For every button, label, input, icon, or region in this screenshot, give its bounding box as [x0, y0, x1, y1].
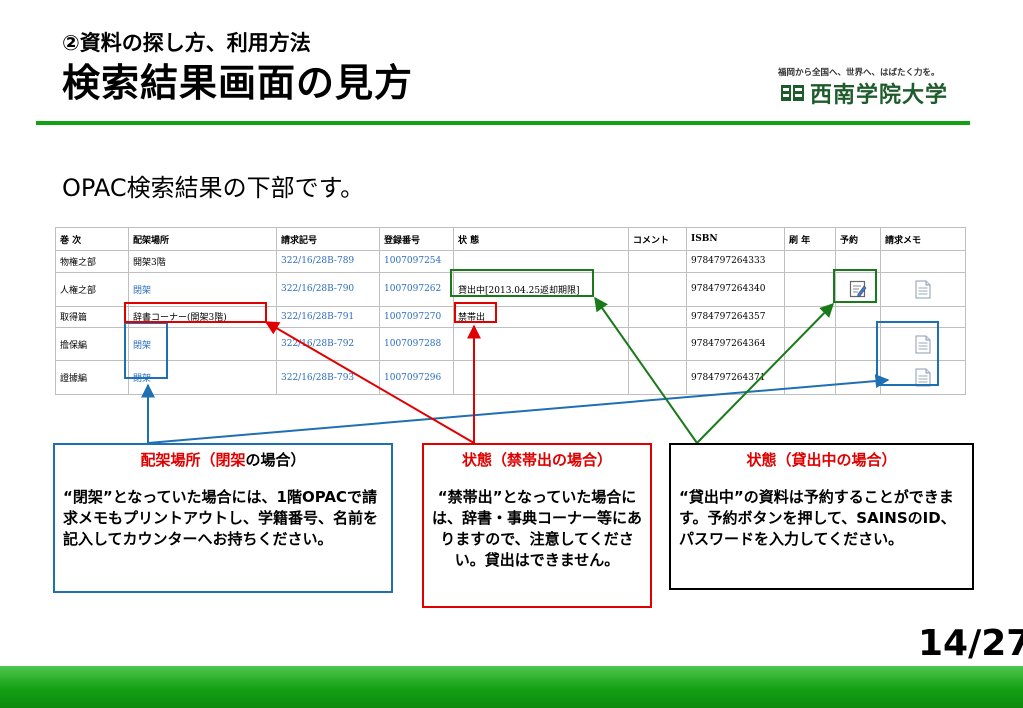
col-print-year: 刷 年	[784, 227, 836, 251]
col-request-memo: 請求メモ	[880, 227, 966, 251]
cell-status: 禁帯出	[453, 305, 629, 329]
cell-isbn: 9784797264357	[686, 305, 785, 329]
cell-location: 開架3階	[128, 250, 277, 273]
footer-bar	[0, 666, 1023, 708]
note-heading-part: 状態（	[746, 451, 792, 469]
university-name: 西南学院大学	[810, 83, 949, 108]
cell-memo	[880, 250, 966, 273]
note-body: “貸出中”の資料は予約することができます。予約ボタンを押して、SAINSのID、…	[679, 488, 956, 548]
call-number-link[interactable]: 322/16/28B-793	[276, 360, 380, 395]
col-reserve: 予約	[835, 227, 881, 251]
note-heading-keyword: 閉架	[215, 451, 246, 469]
note-heading-keyword: 禁帯出	[506, 451, 552, 469]
cell-status	[453, 250, 629, 273]
cell-print-year	[784, 271, 836, 307]
cell-reserve	[835, 250, 881, 273]
cell-reserve	[835, 327, 881, 362]
cell-volume: 人権之部	[55, 271, 129, 307]
cell-print-year	[784, 360, 836, 395]
registration-link[interactable]: 1007097270	[379, 305, 454, 329]
cell-print-year	[784, 327, 836, 362]
col-call-number: 請求記号	[276, 227, 380, 251]
cell-print-year	[784, 250, 836, 273]
location-link[interactable]: 閉架	[128, 360, 277, 395]
cell-volume: 物権之部	[55, 250, 129, 273]
cell-comment	[628, 305, 687, 329]
request-memo-icon[interactable]	[915, 335, 931, 354]
header-divider	[36, 121, 970, 125]
cell-comment	[628, 250, 687, 273]
cell-memo	[880, 360, 966, 395]
registration-link[interactable]: 1007097296	[379, 360, 454, 395]
call-number-link[interactable]: 322/16/28B-789	[276, 250, 380, 273]
call-number-link[interactable]: 322/16/28B-791	[276, 305, 380, 329]
no-loan-note: 状態（禁帯出の場合） “禁帯出”となっていた場合には、辞書・事典コーナー等にあり…	[422, 443, 652, 608]
col-registration: 登録番号	[379, 227, 454, 251]
col-status: 状 態	[453, 227, 629, 251]
cell-reserve	[835, 271, 881, 307]
university-tagline: 福岡から全国へ、世界へ、はばたく力を。	[778, 68, 940, 78]
request-memo-icon[interactable]	[915, 368, 931, 387]
opac-result-table: 巻 次 配架場所 請求記号 登録番号 状 態 コメント ISBN 刷 年 予約 …	[55, 227, 966, 395]
cell-isbn: 9784797264340	[686, 271, 785, 307]
cell-volume: 取得篇	[55, 305, 129, 329]
cell-memo	[880, 327, 966, 362]
location-link[interactable]: 閉架	[128, 271, 277, 307]
note-heading-part: 配架場所（	[140, 451, 216, 469]
table-header-row: 巻 次 配架場所 請求記号 登録番号 状 態 コメント ISBN 刷 年 予約 …	[55, 227, 966, 251]
col-location: 配架場所	[128, 227, 277, 251]
call-number-link[interactable]: 322/16/28B-792	[276, 327, 380, 362]
note-heading: 状態（貸出中の場合）	[671, 449, 972, 471]
cell-status: 貸出中[2013.04.25返却期限]	[453, 271, 629, 307]
closed-stack-note: 配架場所（閉架の場合） “閉架”となっていた場合には、1階OPACで請求メモもプ…	[53, 443, 393, 593]
cell-memo	[880, 271, 966, 307]
cell-volume: 擔保編	[55, 327, 129, 362]
table-row: 證據編 閉架 322/16/28B-793 1007097296 9784797…	[55, 360, 966, 395]
lead-text: OPAC検索結果の下部です。	[62, 174, 365, 202]
registration-link[interactable]: 1007097262	[379, 271, 454, 307]
cell-comment	[628, 327, 687, 362]
cell-isbn: 9784797264333	[686, 250, 785, 273]
note-heading-keyword: 貸出中	[791, 451, 837, 469]
request-memo-icon[interactable]	[915, 280, 931, 299]
cell-isbn: 9784797264371	[686, 360, 785, 395]
on-loan-note: 状態（貸出中の場合） “貸出中”の資料は予約することができます。予約ボタンを押し…	[669, 443, 974, 590]
note-body: “禁帯出”となっていた場合には、辞書・事典コーナー等にありますので、注意してくだ…	[432, 488, 643, 569]
cell-volume: 證據編	[55, 360, 129, 395]
col-isbn: ISBN	[686, 227, 785, 251]
note-heading-part: の場合）	[245, 451, 306, 469]
col-volume: 巻 次	[55, 227, 129, 251]
reserve-button-icon[interactable]	[849, 280, 867, 298]
call-number-link[interactable]: 322/16/28B-790	[276, 271, 380, 307]
table-row: 擔保編 閉架 322/16/28B-792 1007097288 9784797…	[55, 327, 966, 362]
cell-reserve	[835, 360, 881, 395]
registration-link[interactable]: 1007097254	[379, 250, 454, 273]
university-emblem-icon	[781, 85, 804, 101]
cell-status	[453, 327, 629, 362]
cell-isbn: 9784797264364	[686, 327, 785, 362]
table-row: 人権之部 閉架 322/16/28B-790 1007097262 貸出中[20…	[55, 271, 966, 307]
cell-memo	[880, 305, 966, 329]
location-link[interactable]: 閉架	[128, 327, 277, 362]
page-number: 14/27	[918, 623, 1023, 664]
cell-print-year	[784, 305, 836, 329]
cell-status	[453, 360, 629, 395]
registration-link[interactable]: 1007097288	[379, 327, 454, 362]
university-logo: 西南学院大学	[780, 80, 949, 108]
note-heading-part: の場合）	[552, 451, 613, 469]
cell-comment	[628, 360, 687, 395]
table-row: 取得篇 辞書コーナー(開架3階) 322/16/28B-791 10070972…	[55, 305, 966, 329]
note-heading: 状態（禁帯出の場合）	[424, 449, 650, 471]
cell-comment	[628, 271, 687, 307]
cell-reserve	[835, 305, 881, 329]
note-heading-part: の場合）	[836, 451, 897, 469]
note-heading-part: 状態（	[461, 451, 507, 469]
table-row: 物権之部 開架3階 322/16/28B-789 1007097254 9784…	[55, 250, 966, 273]
slide-title: 検索結果画面の見方	[62, 61, 414, 105]
note-heading: 配架場所（閉架の場合）	[55, 449, 391, 471]
cell-location: 辞書コーナー(開架3階)	[128, 305, 277, 329]
slide-subtitle: ②資料の探し方、利用方法	[62, 31, 311, 55]
note-body: “閉架”となっていた場合には、1階OPACで請求メモもプリントアウトし、学籍番号…	[63, 488, 379, 548]
col-comment: コメント	[628, 227, 687, 251]
